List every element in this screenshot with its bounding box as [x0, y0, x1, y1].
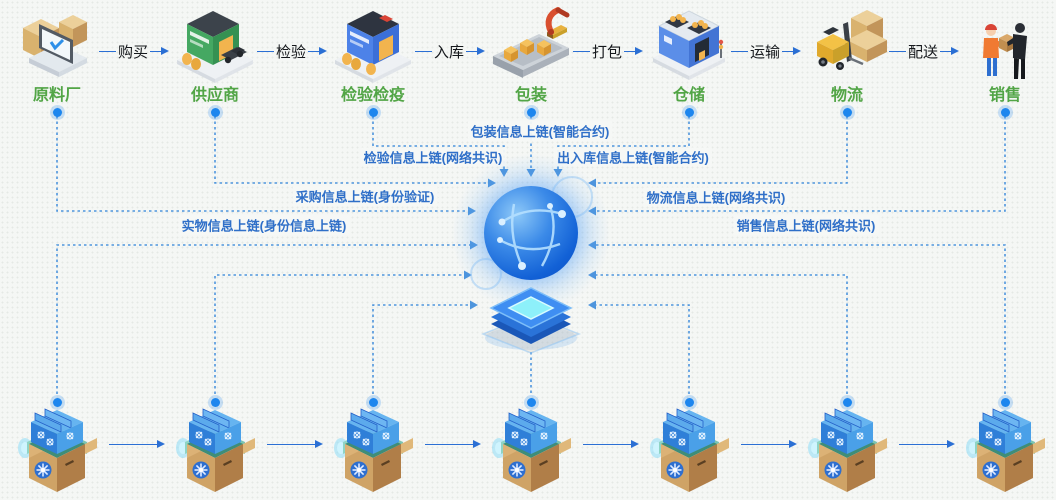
flow-arrow-pack: 打包: [573, 43, 644, 61]
product-box-icon: [331, 408, 415, 494]
arrow-right-icon: [308, 46, 328, 55]
station-raw-material-factory: 原料厂: [5, 4, 109, 117]
product-box-icon: [489, 408, 573, 494]
flow-label: 检验: [276, 43, 307, 61]
bottom-flow-arrow: [741, 438, 797, 450]
chain-label-inspection: 检验信息上链(网络共识): [360, 147, 506, 167]
flow-arrow-transport: 运输: [731, 43, 802, 61]
bottom-flow-arrow: [267, 438, 323, 450]
station-packaging: 包装: [479, 4, 583, 117]
logistics-icon: [805, 4, 889, 86]
node-dot: [368, 108, 378, 117]
blockchain-ledger-chip-icon: [474, 272, 588, 354]
packaging-icon: [489, 4, 573, 86]
node-dot: [1000, 396, 1010, 407]
station-label: 包装: [514, 87, 547, 104]
line-box7: [596, 244, 1006, 394]
node-dot: [526, 396, 536, 407]
node-dot: [1000, 108, 1010, 117]
node-dot: [210, 108, 220, 117]
blockchain-network-globe-icon: [484, 186, 578, 280]
station-label: 物流: [830, 87, 863, 104]
bottom-flow-arrow: [109, 438, 165, 450]
line-box6: [596, 274, 848, 394]
node-dot: [842, 108, 852, 117]
flow-arrow-inbound: 入库: [415, 43, 486, 61]
node-dot: [210, 396, 220, 407]
station-label: 仓储: [672, 87, 705, 104]
factory-icon: [15, 4, 99, 86]
station-supplier: 供应商: [163, 4, 267, 117]
bottom-flow-arrow: [899, 438, 955, 450]
product-box-icon: [963, 408, 1047, 494]
node-dot: [684, 396, 694, 407]
station-label: 销售: [988, 87, 1021, 104]
node-dot: [52, 108, 62, 117]
flow-label: 运输: [750, 43, 781, 61]
station-sales: 销售: [953, 4, 1056, 117]
station-warehouse: 仓储: [637, 4, 741, 117]
flow-label: 配送: [908, 43, 939, 61]
station-inspection-quarantine: 检验检疫: [321, 4, 425, 117]
arrow-right-icon: [782, 46, 802, 55]
decor-ring: [470, 258, 502, 290]
line-box2: [214, 274, 464, 394]
product-box-icon: [15, 408, 99, 494]
arrow-right-icon: [466, 46, 486, 55]
line-box1: [56, 244, 470, 394]
node-dot: [52, 396, 62, 407]
flow-arrow-delivery: 配送: [889, 43, 960, 61]
chain-label-inout-warehouse: 出入库信息上链(智能合约): [554, 147, 712, 167]
line-box3: [372, 304, 470, 394]
node-dot: [368, 396, 378, 407]
station-label: 原料厂: [32, 87, 81, 104]
bottom-flow-arrow: [425, 438, 481, 450]
chain-label-sales: 销售信息上链(网络共识): [733, 215, 879, 235]
flow-label: 购买: [118, 43, 149, 61]
sales-icon: [963, 4, 1047, 86]
arrow-right-icon: [150, 46, 170, 55]
product-box-icon: [647, 408, 731, 494]
station-logistics: 物流: [795, 4, 899, 117]
node-dot: [526, 108, 536, 117]
node-dot: [684, 108, 694, 117]
flow-label: 打包: [592, 43, 623, 61]
product-box-icon: [173, 408, 257, 494]
product-box-icon: [805, 408, 889, 494]
station-label: 检验检疫: [340, 87, 405, 104]
arrow-right-icon: [624, 46, 644, 55]
line-box5: [596, 304, 690, 394]
bottom-flow-arrow: [583, 438, 639, 450]
flow-arrow-inspect: 检验: [257, 43, 328, 61]
station-label: 供应商: [190, 87, 239, 104]
flow-arrow-purchase: 购买: [99, 43, 170, 61]
chain-label-logistics: 物流信息上链(网络共识): [643, 187, 789, 207]
arrow-right-icon: [940, 46, 960, 55]
supplier-icon: [173, 4, 257, 86]
inspection-icon: [331, 4, 415, 86]
chain-label-packaging: 包装信息上链(智能合约): [467, 121, 613, 141]
warehouse-icon: [647, 4, 731, 86]
flow-label: 入库: [434, 43, 465, 61]
chain-label-purchase: 采购信息上链(身份验证): [292, 186, 438, 206]
node-dot: [842, 396, 852, 407]
chain-label-physical: 实物信息上链(身份信息上链): [178, 215, 350, 235]
